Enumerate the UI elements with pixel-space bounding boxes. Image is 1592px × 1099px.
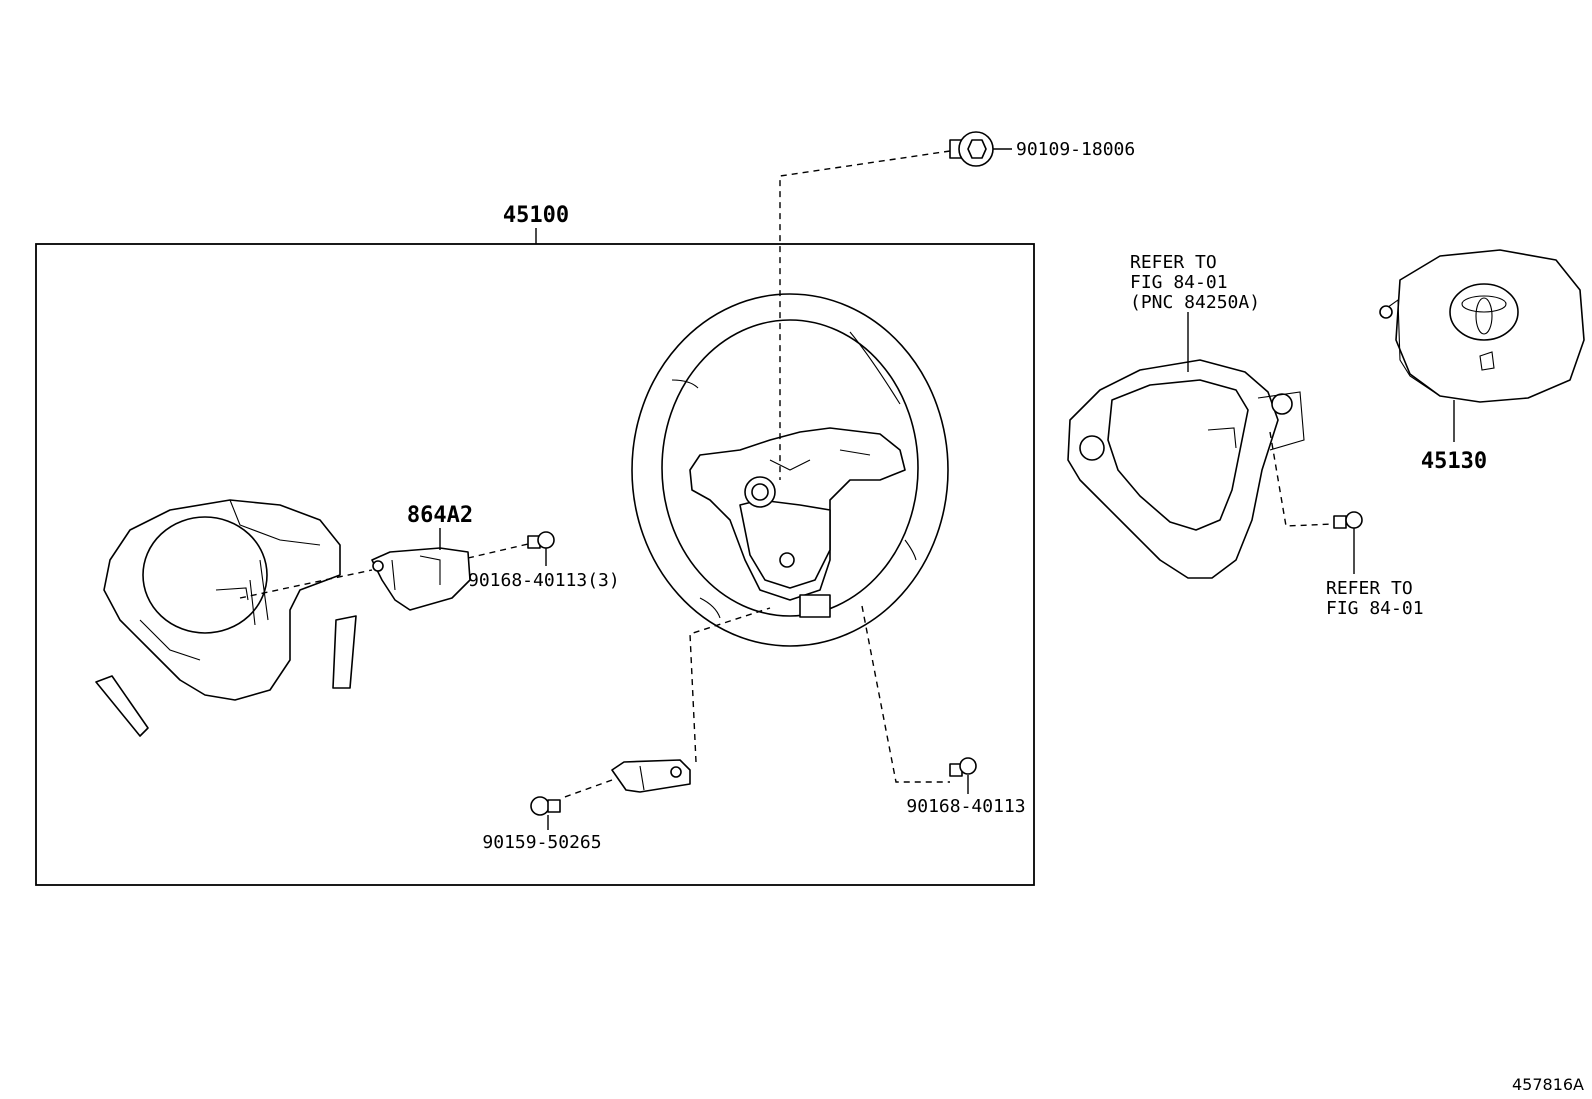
cover-strip-right[interactable]	[332, 615, 357, 689]
label-45100[interactable]: 45100	[503, 203, 569, 228]
nut-top-dashline	[779, 150, 951, 480]
label-45130[interactable]: 45130	[1421, 449, 1487, 474]
label-90168-40113-3[interactable]: 90168-40113(3)	[468, 570, 620, 591]
refer-cover-line3[interactable]: (PNC 84250A)	[1130, 292, 1260, 313]
switch-bolt-dashline	[467, 543, 529, 559]
refer-bolt-line2[interactable]: FIG 84-01	[1326, 598, 1424, 619]
illustration-id: 457816A	[1512, 1075, 1584, 1094]
refer-cover-line1[interactable]: REFER TO	[1130, 252, 1217, 273]
steering-wheel-assembly-frame	[35, 243, 1035, 886]
column-cover[interactable]	[103, 499, 341, 701]
clip-bolt-dashline	[561, 779, 613, 799]
label-90168-40113[interactable]: 90168-40113	[906, 796, 1025, 817]
switch-864a2[interactable]	[371, 547, 471, 611]
label-90109-18006[interactable]: 90109-18006	[1016, 139, 1135, 160]
clip-bracket[interactable]	[611, 759, 691, 793]
steering-pad-cover[interactable]	[1067, 359, 1305, 579]
bolt-lower-right[interactable]	[949, 757, 977, 777]
label-864a2[interactable]: 864A2	[407, 503, 473, 528]
refer-bolt-line1[interactable]: REFER TO	[1326, 578, 1413, 599]
switch-cover-dashline	[239, 569, 373, 599]
bolt-switch[interactable]	[527, 531, 555, 549]
label-90159-50265[interactable]: 90159-50265	[482, 832, 601, 853]
cover-bolt-dashline	[1269, 431, 1335, 527]
nut-top[interactable]	[949, 131, 994, 167]
airbag-module[interactable]	[1379, 249, 1585, 403]
lower-right-dashline	[861, 605, 950, 783]
steering-wheel[interactable]	[631, 293, 949, 647]
bolt-clip[interactable]	[530, 796, 561, 816]
cover-strip-lower[interactable]	[95, 675, 149, 737]
bolt-cover[interactable]	[1333, 511, 1363, 529]
refer-cover-line2[interactable]: FIG 84-01	[1130, 272, 1228, 293]
